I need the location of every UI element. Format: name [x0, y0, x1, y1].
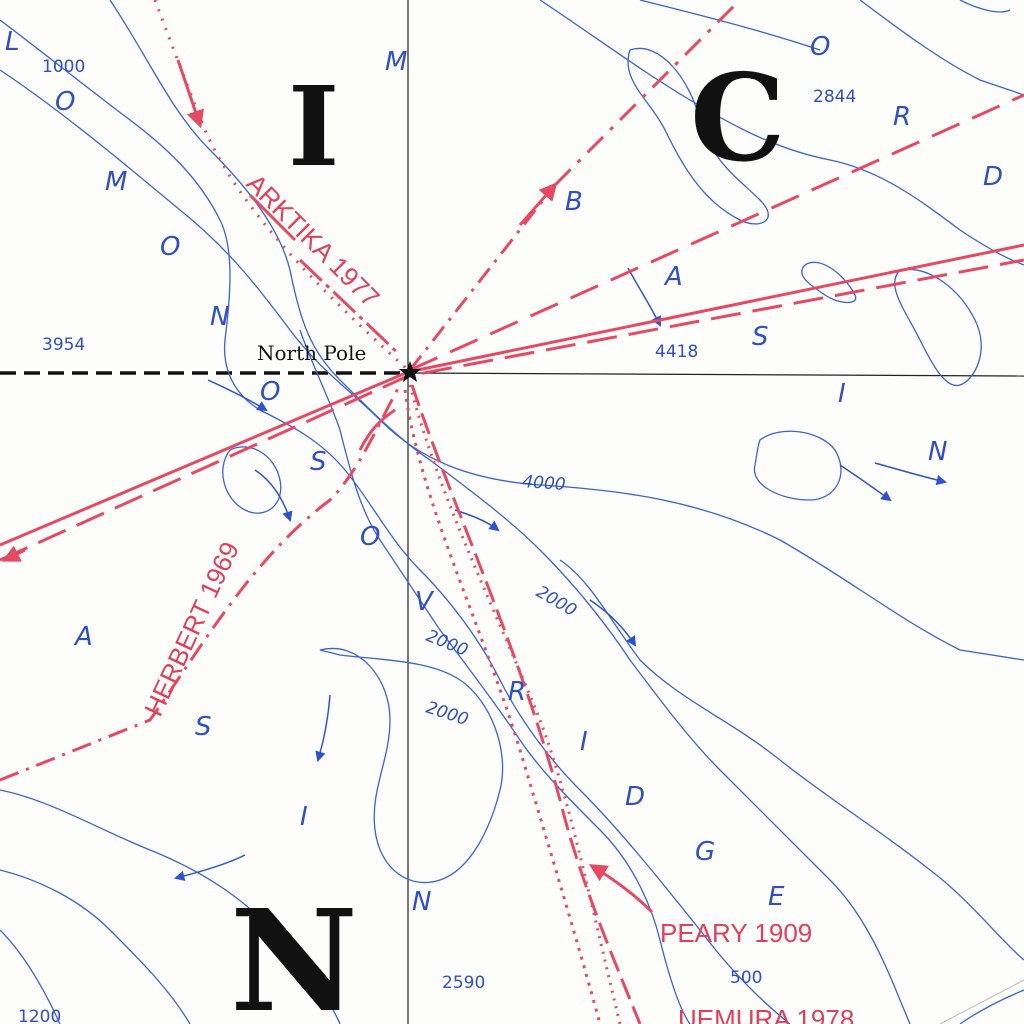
- basin-letter: M: [385, 47, 409, 77]
- amundsen-letter: I: [300, 802, 310, 832]
- depth-label: 1000: [42, 57, 85, 77]
- ridge-letter: V: [415, 587, 435, 617]
- nordic-letter: D: [983, 162, 1005, 192]
- ridge-letter: E: [768, 882, 786, 912]
- depth-label: 4000: [522, 472, 567, 495]
- depth-label: 2590: [442, 973, 485, 993]
- amundsen-letter: N: [412, 887, 433, 917]
- amundsen-letter: A: [73, 622, 95, 652]
- basin-letter: I: [838, 379, 848, 409]
- ridge-letter: O: [160, 232, 182, 262]
- amundsen-basin-label: A S I N: [73, 622, 433, 917]
- map-edge: [939, 979, 1024, 1024]
- ridge-letter: O: [260, 377, 282, 407]
- star-icon: [399, 361, 421, 382]
- amundsen-letter: S: [195, 712, 214, 742]
- ocean-letter-2: C: [690, 48, 786, 189]
- nordic-letter: R: [893, 102, 913, 132]
- basin-letter: N: [928, 437, 949, 467]
- depth-label: 3954: [42, 335, 85, 355]
- ridge-letter: N: [210, 302, 231, 332]
- makarov-basin-label: M B A S I N: [385, 47, 949, 467]
- ridge-letter: I: [580, 727, 590, 757]
- ridge-letter: O: [360, 522, 382, 552]
- basin-letter: S: [752, 322, 771, 352]
- herbert-label: HERBERT 1969: [138, 537, 245, 720]
- depth-label: 2000: [533, 582, 580, 621]
- depth-label: 1200: [18, 1007, 61, 1024]
- peary-label: PEARY 1909: [660, 918, 812, 948]
- ridge-letter: L: [5, 27, 22, 57]
- lomonosov-ridge-label: L O M O N O S O V R I D G E: [5, 27, 786, 912]
- ocean-letter-3: N: [230, 880, 358, 1024]
- depth-label: 4418: [655, 342, 698, 362]
- basin-letter: B: [565, 187, 585, 217]
- ridge-letter: D: [625, 782, 647, 812]
- north-pole-marker: North Pole: [257, 341, 421, 382]
- basin-letter: A: [663, 262, 685, 292]
- ridge-letter: M: [105, 167, 129, 197]
- ocean-letters: I C N: [230, 48, 786, 1024]
- ocean-letter-1: I: [288, 62, 339, 191]
- ridge-letter: R: [508, 677, 528, 707]
- ridge-letter: O: [55, 87, 77, 117]
- depth-label: 2000: [423, 698, 470, 730]
- ridge-letter: G: [695, 837, 717, 867]
- nordic-letter: O: [810, 32, 832, 62]
- depth-labels: 1000 2844 3954 4418 4000 2000 2000 2000 …: [18, 57, 856, 1024]
- depth-label: 2844: [813, 87, 856, 107]
- nordic-label: O R D: [810, 32, 1005, 192]
- depth-label: 500: [730, 968, 762, 988]
- ridge-letter: S: [310, 447, 329, 477]
- uemura-label: UEMURA 1978: [678, 1004, 854, 1024]
- depth-label: 2000: [423, 626, 471, 661]
- north-pole-label: North Pole: [257, 341, 366, 365]
